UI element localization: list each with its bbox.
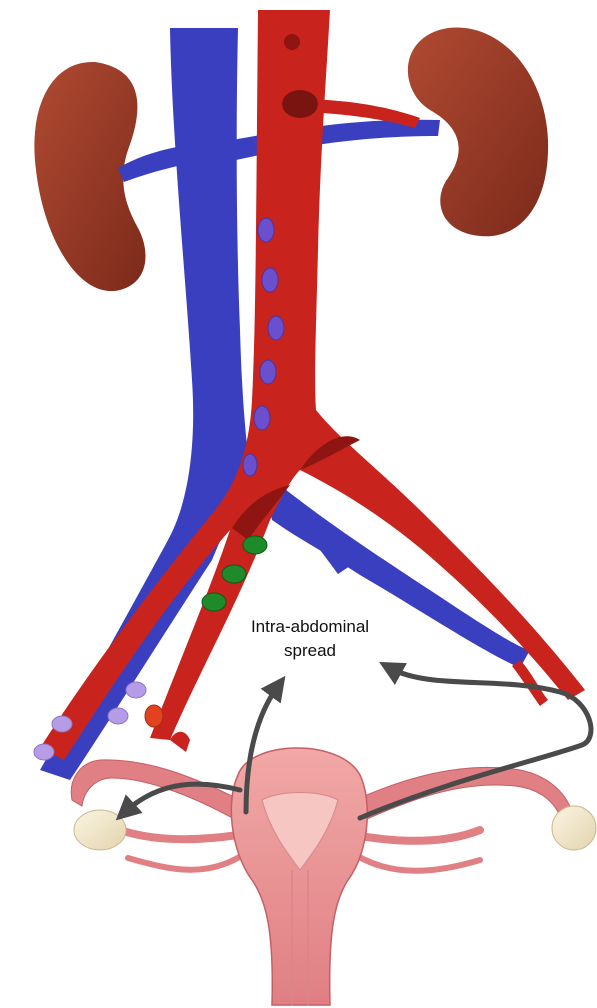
lymph-node-icon bbox=[126, 682, 146, 698]
lymph-node-icon bbox=[52, 716, 72, 732]
lymph-node-icon bbox=[243, 536, 267, 554]
lymph-node-icon bbox=[254, 406, 270, 430]
annotation-line-1: Intra-abdominal bbox=[251, 617, 369, 636]
lymph-node-icon bbox=[34, 744, 54, 760]
lymph-node-icon bbox=[262, 268, 278, 292]
lymph-node-icon bbox=[145, 705, 163, 727]
lymph-node-icon bbox=[222, 565, 246, 583]
annotation-line-2: spread bbox=[284, 641, 336, 660]
lymph-node-icon bbox=[258, 218, 274, 242]
uterus-icon bbox=[71, 748, 572, 1005]
lymph-node-icon bbox=[202, 593, 226, 611]
lymph-node-icon bbox=[108, 708, 128, 724]
spread-annotation: Intra-abdominal spread bbox=[251, 617, 369, 660]
lymph-node-internal-iliac bbox=[145, 705, 163, 727]
lymph-node-icon bbox=[260, 360, 276, 384]
lymph-node-icon bbox=[268, 316, 284, 340]
lymph-node-icon bbox=[243, 454, 257, 476]
